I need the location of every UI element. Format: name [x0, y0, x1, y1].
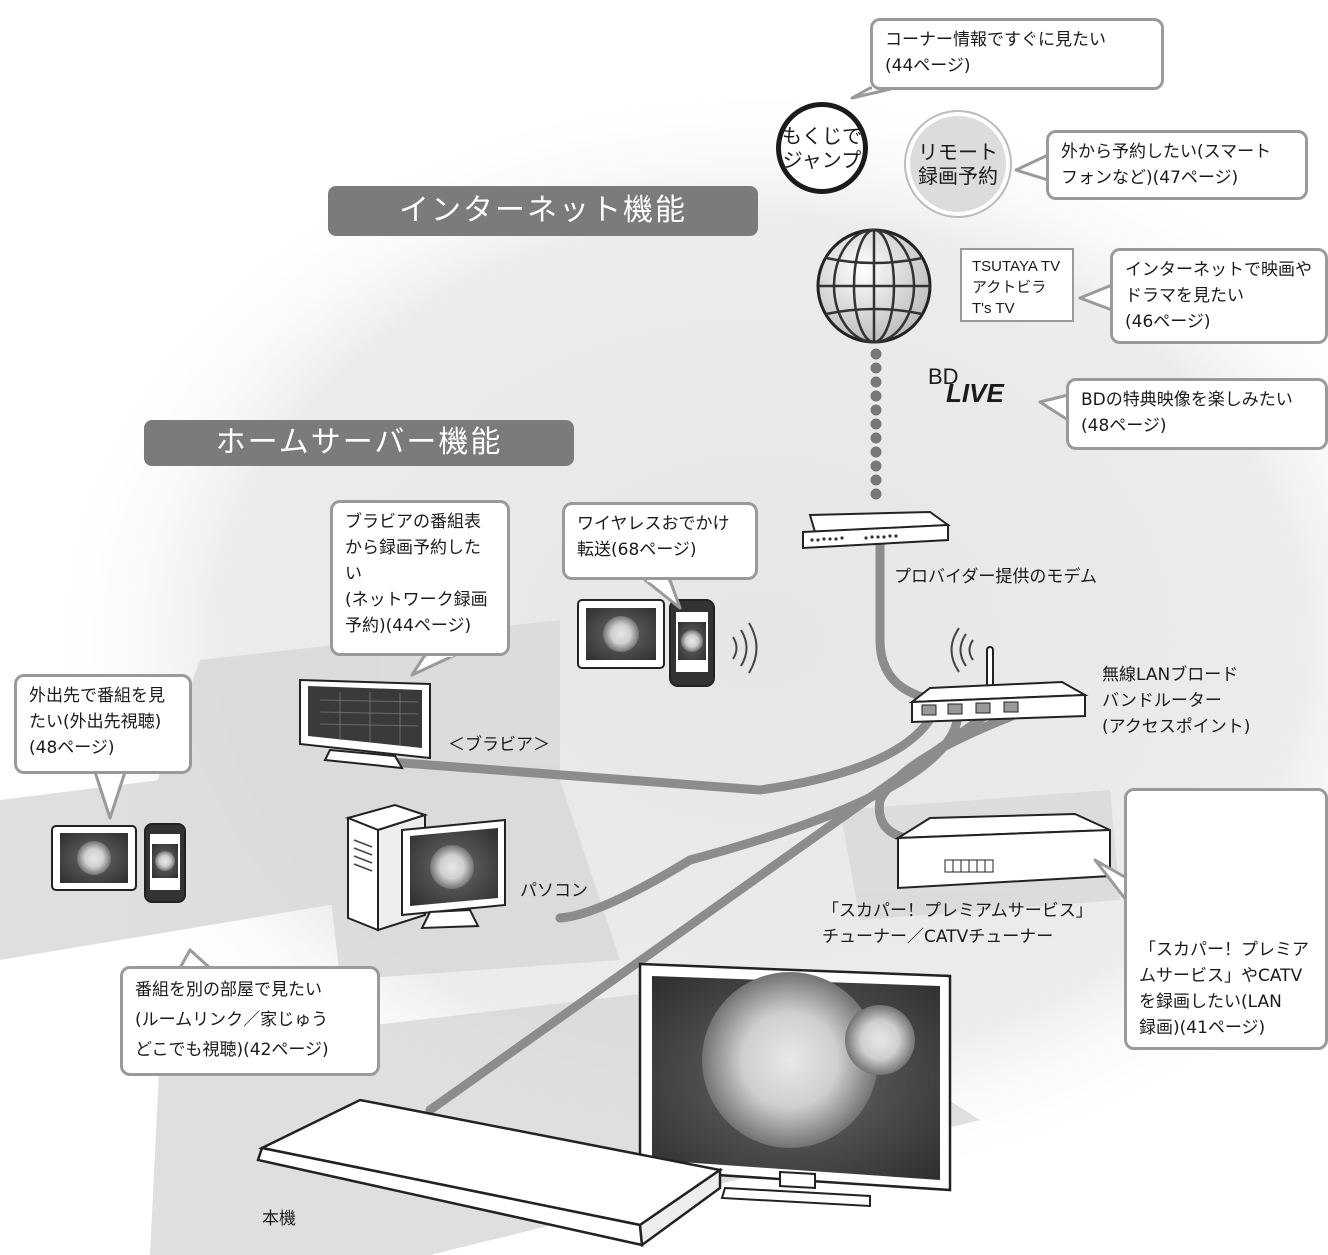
router-device — [908, 627, 1089, 724]
modem-label: プロバイダー提供のモデム — [894, 567, 1097, 587]
internet-features-banner: インターネット機能 — [328, 186, 758, 236]
network-cables — [385, 525, 1017, 1115]
bravia-label: ＜ブラビア＞ — [448, 735, 550, 755]
streaming-services-list: TSUTAYA TV アクトビラ T's TV — [960, 248, 1074, 322]
pc-computer — [344, 803, 506, 932]
tuner-label: 「スカパー！プレミアムサービス」 チューナー／CATVチューナー — [822, 901, 1093, 947]
internet-dotted-link — [870, 348, 882, 500]
callout-wireless-transfer: ワイヤレスおでかけ 転送(68ページ) — [562, 502, 758, 580]
callout-movies-dramas: インターネットで映画や ドラマを見たい (46ページ) — [1110, 248, 1328, 344]
home-server-features-banner: ホームサーバー機能 — [144, 420, 574, 466]
mobile-devices-outside — [51, 823, 186, 903]
tuner-box — [894, 812, 1111, 890]
modem-device — [802, 510, 951, 550]
main-unit-label: 本機 — [262, 1209, 296, 1229]
mokuji-jump-badge[interactable]: もくじで ジャンプ — [776, 102, 868, 194]
mobile-devices-wireless — [577, 599, 758, 687]
callout-outside-viewing: 外出先で番組を見 たい(外出先視聴) (48ページ) — [14, 674, 192, 774]
callout-room-link: 番組を別の部屋で見たい (ルームリンク／家じゅう どこでも視聴)(42ページ) — [120, 966, 380, 1076]
callout-remote-reservation: 外から予約したい(スマート フォンなど)(47ページ) — [1046, 130, 1308, 200]
globe-icon — [816, 228, 932, 344]
callout-lan-recording: 「スカパー！プレミア ムサービス」やCATV を録画したい(LAN 録画)(41… — [1124, 788, 1328, 1050]
remote-recording-badge: リモート 録画予約 — [906, 112, 1010, 216]
bravia-tv — [299, 678, 431, 770]
callout-corner-info: コーナー情報ですぐに見たい (44ページ) — [870, 18, 1164, 90]
pc-label: パソコン — [520, 881, 588, 901]
callout-bravia-epg: ブラビアの番組表 から録画予約したい (ネットワーク録画 予約)(44ページ) — [330, 500, 510, 656]
router-label: 無線LANブロード バンドルーター (アクセスポイント) — [1102, 665, 1251, 737]
bd-live-logo: BD LIVE — [928, 364, 1004, 408]
large-tv — [638, 962, 952, 1208]
main-unit-recorder — [256, 1098, 724, 1248]
callout-bd-live-extras: BDの特典映像を楽しみたい (48ページ) — [1066, 378, 1328, 450]
